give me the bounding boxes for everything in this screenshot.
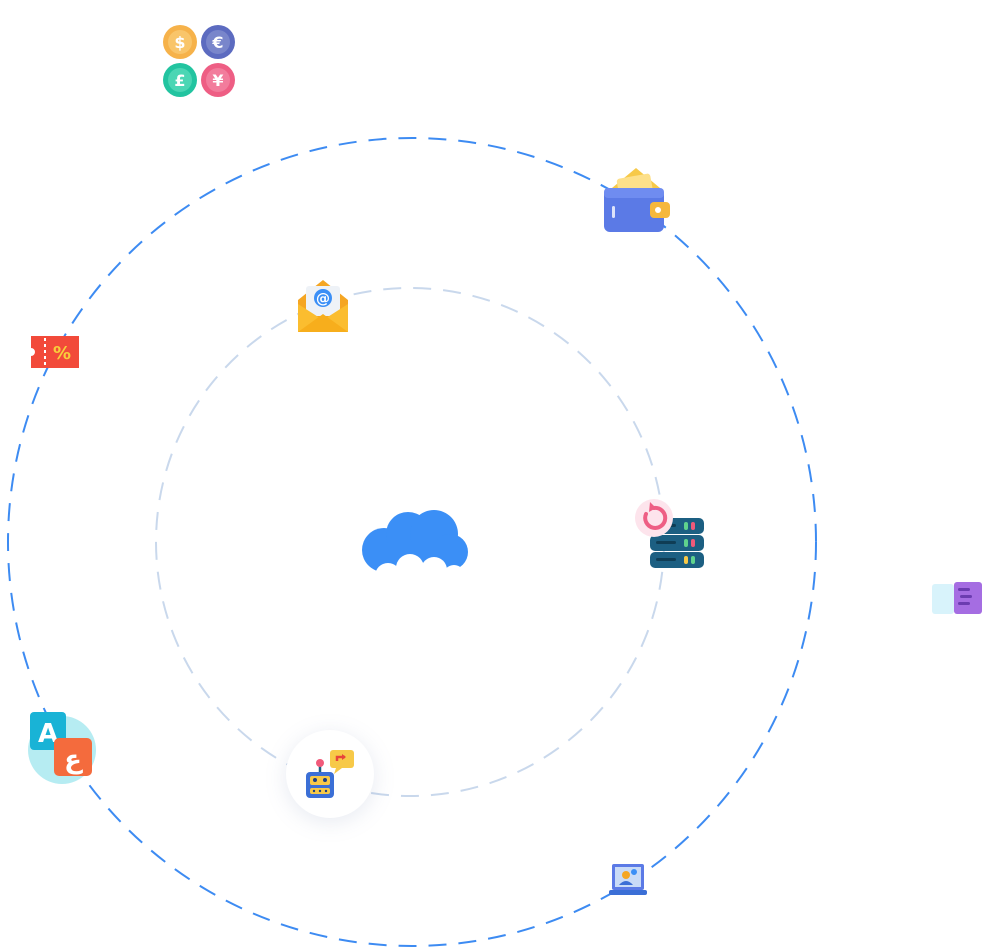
document-icon (932, 582, 982, 614)
svg-text:@: @ (316, 291, 330, 307)
svg-text:A: A (38, 719, 58, 749)
svg-text:£: £ (174, 71, 185, 90)
chat-bot-icon (286, 730, 374, 818)
email-icon: @ (298, 280, 348, 332)
currency-coins-icon: $ € £ ¥ (163, 25, 235, 97)
svg-text:€: € (211, 33, 223, 52)
wallet-icon (604, 168, 670, 232)
robot-graphic (306, 750, 354, 798)
cloud-icon (362, 510, 468, 576)
svg-text:ع: ع (64, 745, 83, 775)
translate-icon: A ع (28, 712, 96, 784)
outer-orbit (7, 137, 817, 947)
laptop-user-icon (609, 864, 647, 895)
svg-text:%: % (53, 343, 71, 364)
svg-text:¥: ¥ (212, 71, 223, 90)
discount-coupon-icon: % (31, 336, 79, 368)
server-backup-icon (635, 499, 704, 568)
svg-text:$: $ (174, 33, 185, 52)
